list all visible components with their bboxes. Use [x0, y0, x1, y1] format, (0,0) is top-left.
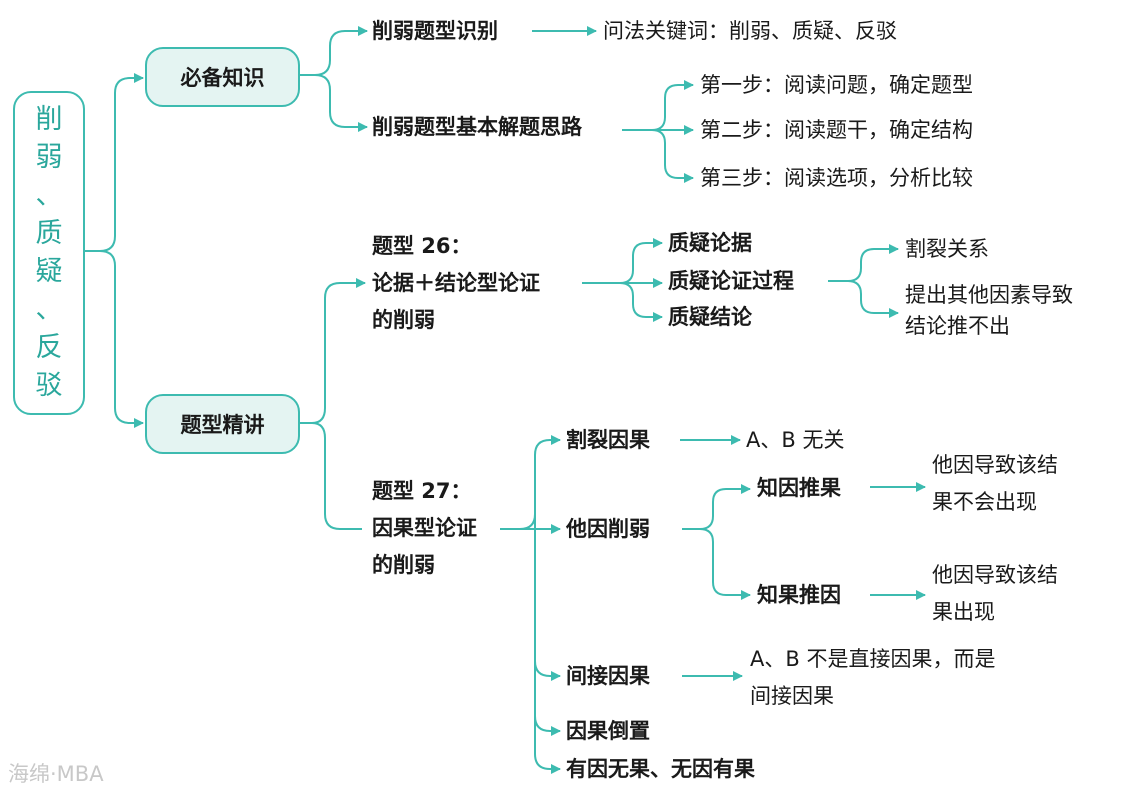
watermark: 海绵·MBA — [8, 762, 104, 786]
edge-root-b1 — [82, 73, 144, 252]
leaf-ab-unrelated: A、B 无关 — [746, 428, 845, 452]
leaf-sever-relation: 割裂关系 — [905, 237, 989, 261]
node-question-types: 题型精讲 — [145, 394, 300, 454]
edge-process-sub — [828, 244, 899, 282]
root-char: 疑 — [35, 256, 63, 287]
node-other-cause: 他因削弱 — [566, 517, 650, 541]
t27-line3: 的削弱 — [372, 553, 435, 577]
t26-line1: 题型 26： — [372, 234, 472, 258]
node-required-knowledge: 必备知识 — [145, 47, 300, 107]
edge-root-b2 — [99, 250, 144, 428]
root-char: 驳 — [35, 370, 63, 401]
t27-line1: 题型 27： — [372, 479, 472, 503]
node-cause-no-effect: 有因无果、无因有果 — [566, 757, 755, 781]
leaf-s1-line1: 他因导致该结 — [932, 453, 1058, 477]
leaf-step-2: 第二步：阅读题干，确定结构 — [700, 118, 973, 142]
node-indirect-causality: 间接因果 — [566, 664, 650, 688]
root-node: 削 弱 、 质 疑 、 反 驳 — [13, 91, 85, 415]
root-char: 质 — [35, 218, 63, 249]
root-char: 削 — [35, 104, 63, 135]
leaf-indirect-2: 间接因果 — [750, 684, 834, 708]
node-weaken-identify: 削弱题型识别 — [372, 19, 498, 43]
t26-line2: 论据＋结论型论证 — [372, 271, 540, 295]
edge-c2-steps — [622, 80, 694, 131]
leaf-s2-line1: 他因导致该结 — [932, 563, 1058, 587]
leaf-s1-line2: 果不会出现 — [932, 490, 1037, 514]
node-effect-to-cause: 知果推因 — [757, 583, 841, 607]
root-char: 弱 — [35, 142, 63, 173]
node-sever-causality: 割裂因果 — [566, 428, 650, 452]
edge-b1-c1 — [298, 26, 368, 76]
edge-b2-t26 — [298, 278, 366, 424]
leaf-step-1: 第一步：阅读问题，确定题型 — [700, 73, 973, 97]
leaf-indirect-1: A、B 不是直接因果，而是 — [750, 647, 996, 671]
root-char: 、 — [35, 180, 63, 211]
t27-line2: 因果型论证 — [372, 516, 477, 540]
t26-line3: 的削弱 — [372, 308, 435, 332]
node-reverse-causality: 因果倒置 — [566, 719, 650, 743]
root-char: 、 — [35, 294, 63, 325]
edge-b2-t27 — [311, 422, 362, 530]
node-weaken-approach: 削弱题型基本解题思路 — [372, 115, 582, 139]
leaf-keywords: 问法关键词：削弱、质疑、反驳 — [603, 19, 897, 43]
node-question-premise: 质疑论据 — [668, 231, 752, 255]
leaf-other-factors-1: 提出其他因素导致 — [905, 283, 1073, 307]
edge-b1-c2 — [314, 74, 368, 132]
leaf-s2-line2: 果出现 — [932, 600, 995, 624]
edge-t27-items — [500, 435, 561, 530]
edge-i2-subs — [682, 484, 751, 530]
leaf-other-factors-2: 结论推不出 — [905, 314, 1010, 338]
node-question-process: 质疑论证过程 — [668, 269, 794, 293]
node-question-conclusion: 质疑结论 — [668, 305, 752, 329]
root-char: 反 — [35, 332, 63, 363]
edge-t26-items — [582, 238, 663, 284]
leaf-step-3: 第三步：阅读选项，分析比较 — [700, 166, 973, 190]
node-cause-to-effect: 知因推果 — [757, 476, 841, 500]
